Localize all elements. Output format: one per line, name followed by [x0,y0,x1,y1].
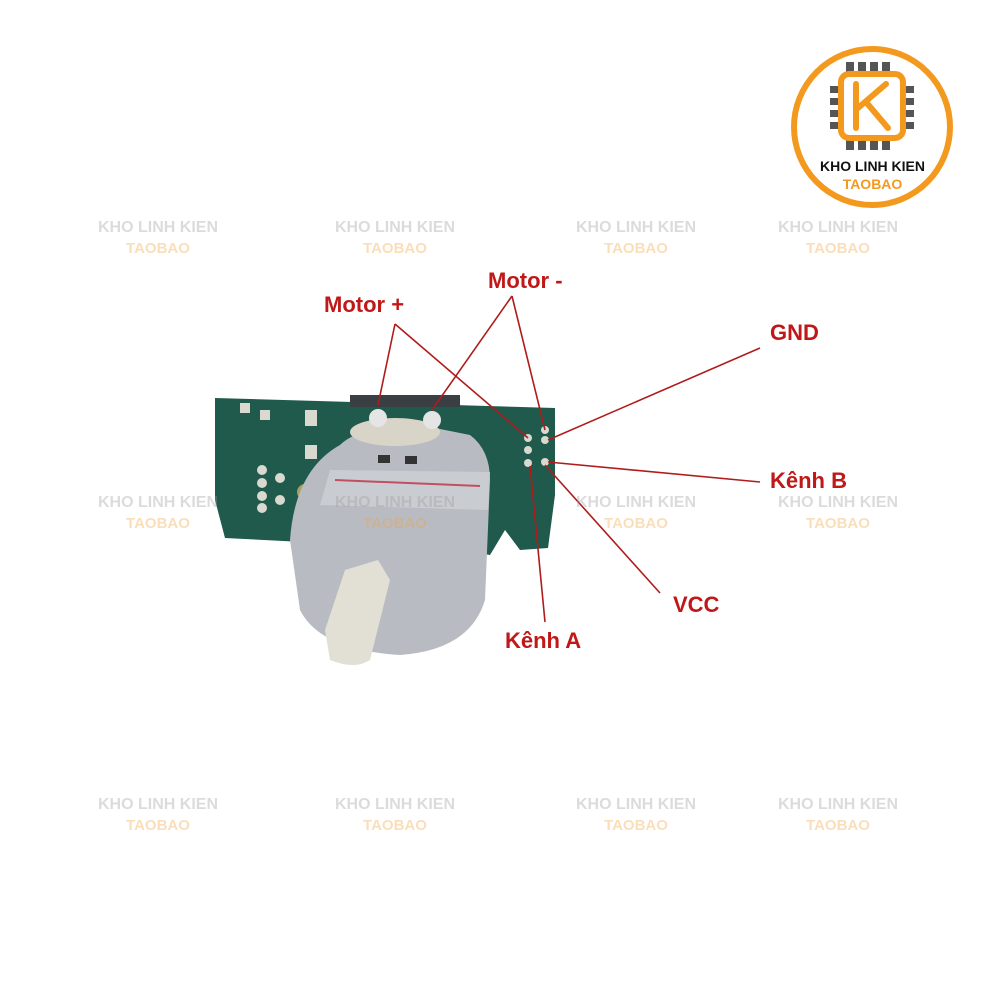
watermark-line1: KHO LINH KIEN [576,494,696,511]
watermark-line2: TAOBAO [604,240,668,257]
watermark: KHO LINH KIEN TAOBAO [758,794,918,836]
watermark: KHO LINH KIEN TAOBAO [315,492,475,534]
watermark-line2: TAOBAO [604,817,668,834]
watermark-line1: KHO LINH KIEN [778,219,898,236]
watermark: KHO LINH KIEN TAOBAO [78,492,238,534]
watermark-line1: KHO LINH KIEN [778,494,898,511]
motor-shaft [325,560,390,665]
watermark-line2: TAOBAO [604,515,668,532]
watermark-line2: TAOBAO [126,240,190,257]
watermark-line2: TAOBAO [126,515,190,532]
watermark-line2: TAOBAO [806,515,870,532]
brand-logo [791,46,953,208]
watermark-line1: KHO LINH KIEN [335,494,455,511]
logo-text-line1: KHO LINH KIEN [820,158,925,174]
watermark-line1: KHO LINH KIEN [98,796,218,813]
watermark: KHO LINH KIEN TAOBAO [315,794,475,836]
watermark-line1: KHO LINH KIEN [335,796,455,813]
watermark: KHO LINH KIEN TAOBAO [556,492,716,534]
watermark-line2: TAOBAO [363,515,427,532]
watermark: KHO LINH KIEN TAOBAO [78,217,238,259]
watermark-line2: TAOBAO [363,240,427,257]
watermark: KHO LINH KIEN TAOBAO [758,492,918,534]
label-gnd: GND [770,320,819,345]
label-kenh-b: Kênh B [770,468,847,493]
label-motor-minus: Motor - [488,268,563,293]
watermark: KHO LINH KIEN TAOBAO [758,217,918,259]
watermark-line1: KHO LINH KIEN [778,796,898,813]
motor-band [320,470,490,510]
watermark-line2: TAOBAO [806,817,870,834]
watermark-line2: TAOBAO [363,817,427,834]
watermark: KHO LINH KIEN TAOBAO [315,217,475,259]
watermark-line2: TAOBAO [806,240,870,257]
watermark: KHO LINH KIEN TAOBAO [78,794,238,836]
watermark-line2: TAOBAO [126,817,190,834]
motor-terminal [369,409,387,427]
watermark: KHO LINH KIEN TAOBAO [556,217,716,259]
label-kenh-a: Kênh A [505,628,582,653]
watermark-line1: KHO LINH KIEN [576,219,696,236]
label-vcc: VCC [673,592,720,617]
motor-terminal [423,411,441,429]
pcb-connector [350,395,460,407]
motor-line [334,479,481,487]
watermark-line1: KHO LINH KIEN [98,219,218,236]
watermark: KHO LINH KIEN TAOBAO [556,794,716,836]
watermark-line1: KHO LINH KIEN [576,796,696,813]
label-motor-plus: Motor + [324,292,405,317]
logo-text-line2: TAOBAO [842,176,903,192]
watermark-line1: KHO LINH KIEN [335,219,455,236]
watermark-line1: KHO LINH KIEN [98,494,218,511]
annotation-lines [377,295,761,623]
